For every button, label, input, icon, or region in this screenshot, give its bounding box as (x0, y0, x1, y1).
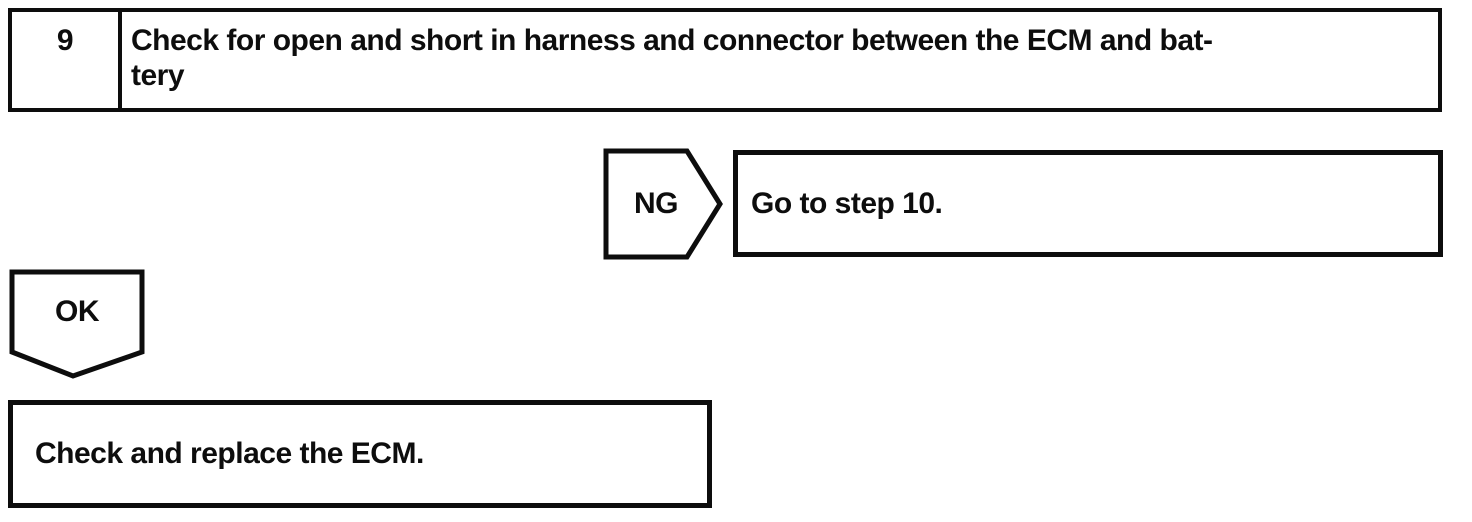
ok-connector: OK (9, 269, 145, 379)
ng-arrow-right-shape (603, 148, 723, 260)
step-instruction: Check for open and short in harness and … (122, 12, 1438, 108)
ng-result-box: Go to step 10. (733, 150, 1443, 257)
ok-result-text: Check and replace the ECM. (35, 437, 424, 470)
ok-arrow-down-shape (9, 269, 145, 379)
ok-result-box: Check and replace the ECM. (8, 400, 712, 508)
step-number: 9 (12, 12, 122, 108)
ng-connector: NG (603, 148, 723, 260)
ng-label: NG (634, 187, 679, 220)
ok-label: OK (55, 295, 100, 328)
step-header-row: 9 Check for open and short in harness an… (8, 8, 1442, 112)
ng-result-text: Go to step 10. (751, 186, 943, 220)
step-instruction-line2: tery (131, 59, 185, 92)
step-instruction-line1: Check for open and short in harness and … (131, 24, 1213, 57)
